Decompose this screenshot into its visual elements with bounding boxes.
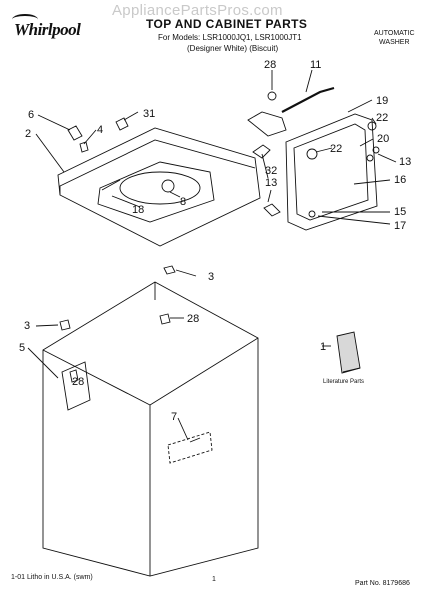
hinge-screw xyxy=(267,91,277,101)
footer-part-number: Part No. 8179686 xyxy=(355,580,410,587)
callout-4: 4 xyxy=(97,124,103,136)
washer-lid xyxy=(285,113,378,231)
whirlpool-logo: Whirlpool xyxy=(14,20,81,39)
callout-8: 8 xyxy=(180,196,186,208)
screw-part-31 xyxy=(115,117,129,131)
washer-cabinet xyxy=(42,281,259,577)
callout-17: 17 xyxy=(394,220,406,232)
callout-18: 18 xyxy=(132,204,144,216)
cabinet-side-bracket xyxy=(61,361,91,411)
callout-28-top: 28 xyxy=(264,59,276,71)
callout-22-center: 22 xyxy=(330,143,342,155)
callout-7: 7 xyxy=(171,411,177,423)
page-title: TOP AND CABINET PARTS xyxy=(146,17,308,31)
models-line: For Models: LSR1000JQ1, LSR1000JT1 xyxy=(158,33,302,42)
lid-opening xyxy=(97,161,215,223)
tub-ring-outline xyxy=(119,171,201,205)
clip-part-6 xyxy=(67,125,83,141)
hinge-bracket xyxy=(247,111,287,137)
callout-28-bracket: 28 xyxy=(72,376,84,388)
hinge-pin xyxy=(252,144,271,159)
callout-15: 15 xyxy=(394,206,406,218)
callout-31: 31 xyxy=(143,108,155,120)
callout-1: 1 xyxy=(320,341,326,353)
washer-top-panel xyxy=(57,127,261,247)
callout-28-middle: 28 xyxy=(187,313,199,325)
product-type-line1: AUTOMATIC xyxy=(374,30,415,37)
lid-switch-harness xyxy=(281,86,335,113)
callout-6: 6 xyxy=(28,109,34,121)
product-type-line2: WASHER xyxy=(379,39,410,46)
variants-line: (Designer White) (Biscuit) xyxy=(187,44,279,53)
callout-3-top: 3 xyxy=(208,271,214,283)
callout-5: 5 xyxy=(19,342,25,354)
callout-11: 11 xyxy=(310,59,321,71)
callout-numbers: 28 11 19 22 20 13 16 15 17 22 13 32 6 31… xyxy=(19,59,411,423)
callout-22-right: 22 xyxy=(376,112,388,124)
callout-19: 19 xyxy=(376,95,388,107)
callout-13-right: 13 xyxy=(399,156,411,168)
footer-litho: 1-01 Litho in U.S.A. (swm) xyxy=(11,574,93,581)
footer-page-number: 1 xyxy=(212,576,216,583)
whirlpool-logo-swoosh xyxy=(12,14,38,25)
callout-13-center: 13 xyxy=(265,177,277,189)
callout-20: 20 xyxy=(377,133,389,145)
callout-32: 32 xyxy=(265,165,277,177)
cabinet-label-area xyxy=(167,431,213,464)
product-type: AUTOMATIC WASHER xyxy=(374,29,415,47)
literature-booklet xyxy=(336,331,361,374)
top-fastener xyxy=(161,179,175,193)
callout-16: 16 xyxy=(394,174,406,186)
literature-parts-label: Literature Parts xyxy=(323,379,365,385)
callout-3-left: 3 xyxy=(24,320,30,332)
watermark: AppliancePartsPros.com xyxy=(112,2,283,19)
callout-2: 2 xyxy=(25,128,31,140)
